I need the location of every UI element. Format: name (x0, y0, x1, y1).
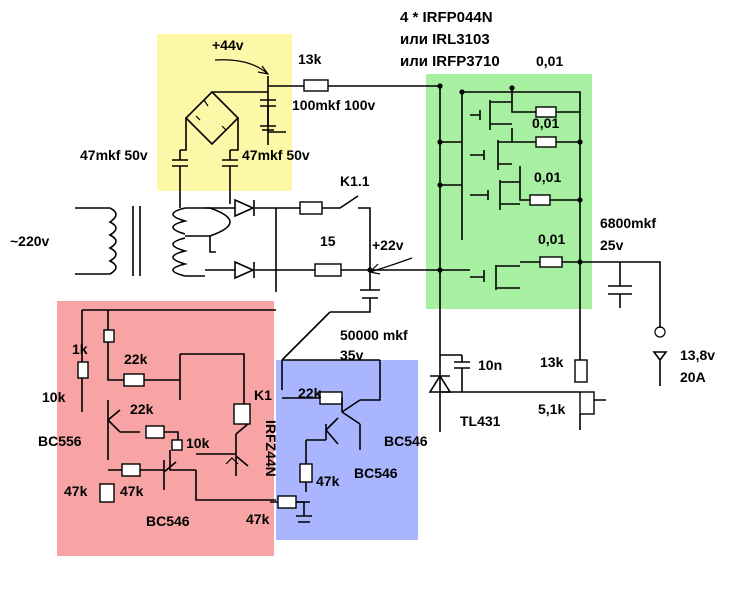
label-bc546-red: BC546 (146, 513, 190, 529)
rectifier-diodes (205, 198, 300, 280)
shunt-resistor-3 (529, 194, 551, 206)
transformer (75, 206, 231, 277)
label-c6800: 6800mkf (600, 215, 656, 231)
label-r22k-b: 22k (130, 401, 154, 417)
label-shunt-1: 0,01 (536, 53, 563, 69)
shunt-resistor-2 (535, 136, 557, 148)
label-c6800-v: 25v (600, 237, 624, 253)
label-r10k-left: 10k (42, 389, 66, 405)
label-c47-right: 47mkf 50v (242, 147, 310, 163)
label-c50000-v: 35v (340, 347, 364, 363)
label-ac-in: ~220v (10, 233, 50, 249)
label-plus44: +44v (212, 37, 244, 53)
label-c10n: 10n (478, 357, 502, 373)
mosfets-title: 4 * IRFP044N (400, 9, 493, 26)
trimmer-5-1k (579, 391, 595, 415)
output-terminal-plus (654, 326, 666, 338)
label-r47k-c: 47k (246, 511, 270, 527)
label-bc546-blue-1: BC546 (384, 433, 428, 449)
zone-driver (276, 360, 418, 540)
label-c50000: 50000 mkf (340, 327, 408, 343)
label-out-a: 20A (680, 369, 706, 385)
output-terminal-minus (652, 351, 668, 386)
label-plus22: +22v (372, 237, 404, 253)
relay-coil-k11 (299, 201, 323, 215)
protection-stage (77, 309, 276, 503)
label-r15: 15 (320, 233, 336, 249)
label-r47k-a: 47k (64, 483, 88, 499)
label-shunt-3: 0,01 (534, 169, 561, 185)
label-relay-contact: K1.1 (340, 173, 370, 189)
bridge-rectifier (172, 76, 286, 208)
mosfet-bank (367, 83, 661, 380)
resistor-15 (314, 263, 342, 277)
label-c100: 100mkf 100v (292, 97, 376, 113)
label-relay-k1: K1 (254, 387, 272, 403)
label-r47k-blue: 47k (316, 473, 340, 489)
resistor-13k-top (303, 79, 329, 92)
label-bc556: BC556 (38, 433, 82, 449)
label-r47k-b: 47k (120, 483, 144, 499)
mosfets-alt-1: или IRL3103 (400, 31, 490, 48)
label-r1k: 1k (72, 341, 88, 357)
label-tl431: TL431 (460, 413, 501, 429)
shunt-resistor-4 (539, 256, 563, 268)
label-r13k-right: 13k (540, 354, 564, 370)
label-out-v: 13,8v (680, 347, 715, 363)
zone-bias-supply (157, 34, 292, 191)
label-r22k-blue: 22k (298, 385, 322, 401)
label-r22k-a: 22k (124, 351, 148, 367)
label-r10k-mid: 10k (186, 435, 210, 451)
label-r5-1k: 5,1k (538, 401, 565, 417)
arrow-22v (368, 257, 413, 275)
label-bc546-blue-2: BC546 (354, 465, 398, 481)
mosfets-alt-2: или IRFP3710 (400, 53, 500, 70)
label-c47-left: 47mkf 50v (80, 147, 148, 163)
zone-mosfet-bank (426, 74, 592, 309)
label-r13k-top: 13k (298, 51, 322, 67)
resistor-13k-right (574, 359, 588, 383)
driver-stage (270, 359, 381, 523)
arrow-44v (214, 59, 270, 75)
label-shunt-2: 0,01 (532, 115, 559, 131)
label-shunt-4: 0,01 (538, 231, 565, 247)
label-irfz44n: IRFZ44N (263, 420, 279, 477)
zone-protection (57, 301, 274, 556)
shunt-resistor-1 (535, 106, 557, 118)
